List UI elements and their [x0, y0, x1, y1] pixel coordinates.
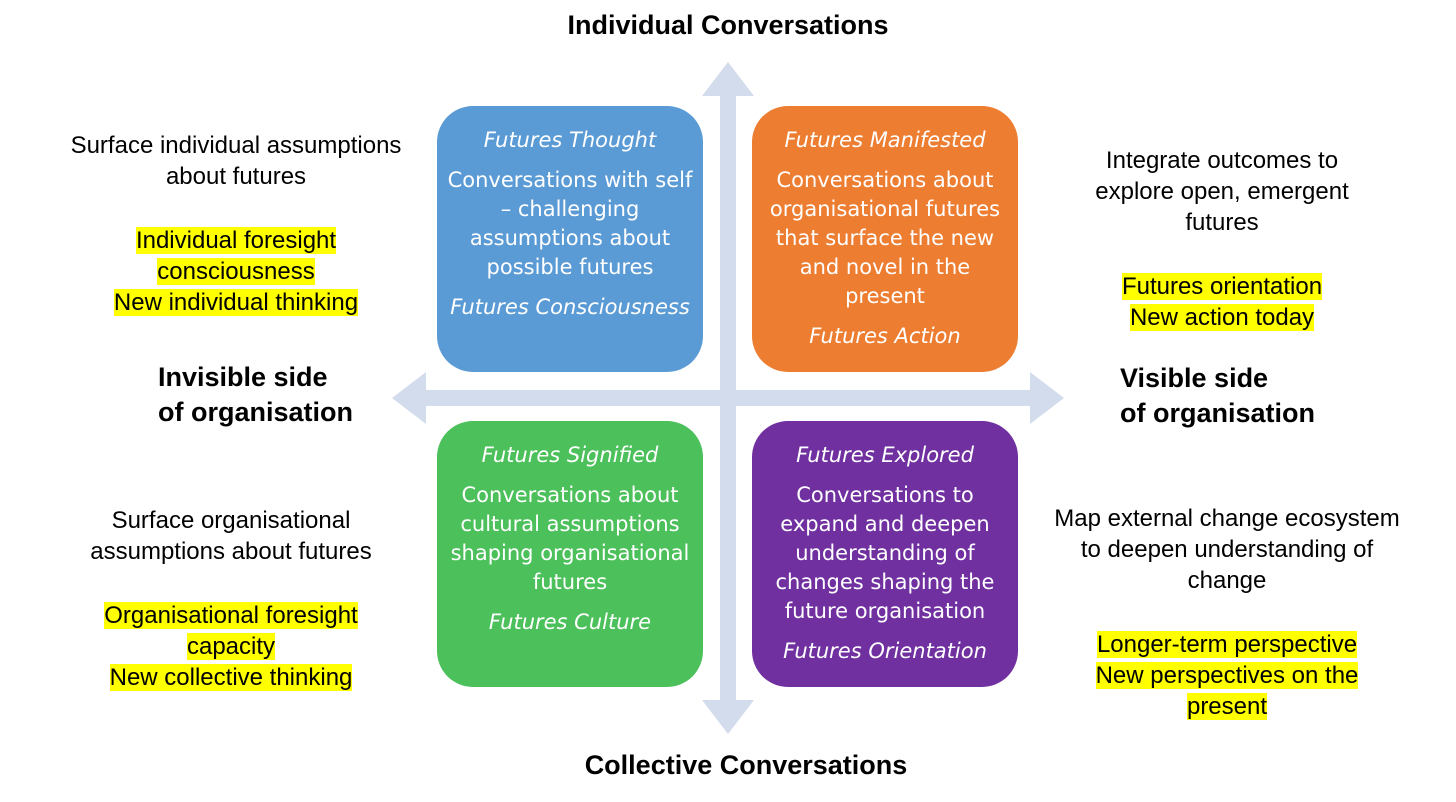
note-highlights: Individual foresight consciousness New i… — [46, 225, 426, 318]
quadrant-futures-signified: Futures Signified Conversations about cu… — [437, 421, 703, 687]
quadrant-futures-manifested: Futures Manifested Conversations about o… — [752, 106, 1018, 372]
note-text-line: assumptions about futures — [90, 538, 372, 565]
quadrant-description: Conversations with self – challenging as… — [447, 168, 693, 279]
note-bottom-left: Surface organisational assumptions about… — [46, 505, 416, 693]
highlight-line: capacity — [186, 633, 276, 660]
axis-label-left: Invisible side of organisation — [158, 360, 353, 430]
quadrant-description: Conversations to expand and deepen under… — [775, 483, 995, 623]
axis-label-right-line2: of organisation — [1120, 398, 1315, 428]
axis-label-left-line2: of organisation — [158, 397, 353, 427]
highlight-line: Futures orientation — [1121, 273, 1323, 300]
note-highlights: Futures orientation New action today — [1052, 271, 1392, 333]
note-text-line: Surface organisational — [111, 507, 351, 534]
quadrant-footer: Futures Orientation — [783, 639, 987, 663]
highlight-line: Organisational foresight — [104, 602, 358, 629]
quadrant-title: Futures Signified — [481, 443, 659, 467]
note-text-line: Surface individual assumptions — [70, 132, 402, 159]
quadrant-footer: Futures Consciousness — [450, 295, 690, 319]
quadrant-futures-thought: Futures Thought Conversations with self … — [437, 106, 703, 372]
note-text-line: Integrate outcomes to — [1105, 147, 1339, 174]
highlight-line: New individual thinking — [113, 289, 359, 316]
highlight-line: Longer-term perspective — [1096, 631, 1358, 658]
quadrant-title: Futures Manifested — [784, 128, 986, 152]
quadrant-title: Futures Explored — [796, 443, 974, 467]
note-highlights: Organisational foresight capacity New co… — [46, 600, 416, 693]
note-text-line: about futures — [165, 163, 307, 190]
axis-label-left-line1: Invisible side — [158, 362, 328, 392]
highlight-line: New perspectives on the — [1095, 662, 1359, 689]
quadrant-footer: Futures Action — [809, 324, 961, 348]
quadrant-futures-explored: Futures Explored Conversations to expand… — [752, 421, 1018, 687]
highlight-line: Individual foresight — [135, 227, 337, 254]
note-highlights: Longer-term perspective New perspectives… — [1032, 629, 1422, 722]
highlight-line: present — [1186, 693, 1268, 720]
axis-label-right: Visible side of organisation — [1120, 361, 1315, 431]
horizontal-arrow — [392, 372, 1064, 424]
note-text-line: change — [1187, 567, 1267, 594]
note-bottom-right: Map external change ecosystem to deepen … — [1032, 503, 1422, 722]
axis-label-bottom: Collective Conversations — [584, 750, 908, 780]
quadrant-title: Futures Thought — [483, 128, 657, 152]
note-top-right: Integrate outcomes to explore open, emer… — [1052, 145, 1392, 333]
quadrant-description: Conversations about cultural assumptions… — [450, 483, 690, 594]
quadrant-description: Conversations about organisational futur… — [769, 168, 1001, 308]
axis-label-right-line1: Visible side — [1120, 363, 1269, 393]
note-text-line: to deepen understanding of — [1080, 536, 1374, 563]
note-text-line: futures — [1185, 209, 1259, 236]
highlight-line: consciousness — [157, 258, 315, 285]
highlight-line: New action today — [1129, 304, 1315, 331]
note-text-line: explore open, emergent — [1095, 178, 1349, 205]
note-top-left: Surface individual assumptions about fut… — [46, 130, 426, 318]
quadrant-footer: Futures Culture — [488, 610, 652, 634]
highlight-line: New collective thinking — [109, 664, 353, 691]
note-text-line: Map external change ecosystem — [1054, 505, 1400, 532]
axis-label-top: Individual Conversations — [567, 10, 889, 40]
